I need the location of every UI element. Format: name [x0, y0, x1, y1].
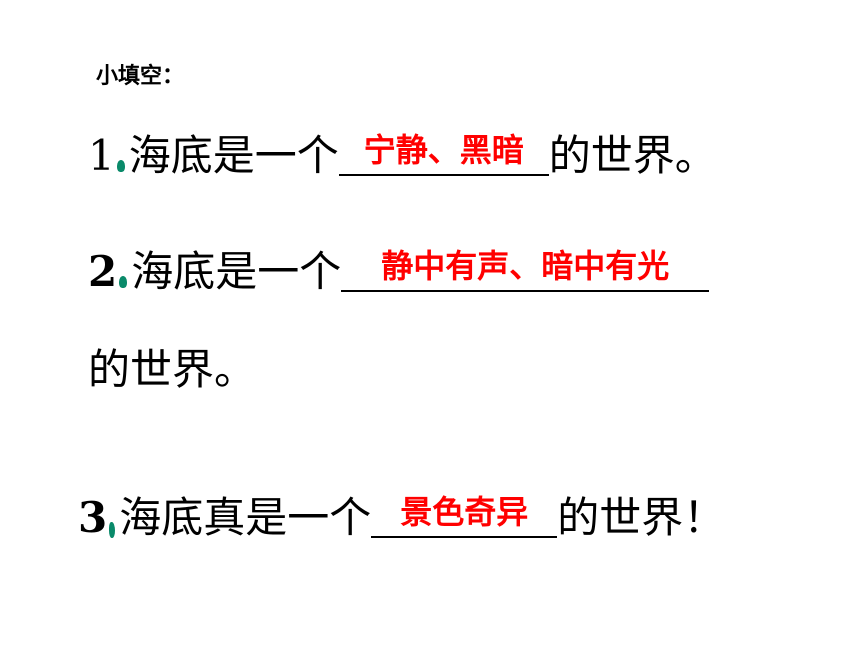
answer-blank: 宁静、黑暗: [338, 130, 549, 176]
sentence-prefix: 海底真是一个: [119, 493, 372, 542]
answer-text: 静中有声、暗中有光: [381, 247, 670, 285]
item-number: 3: [78, 493, 108, 542]
fill-blank-item-2-continuation: 的世界。: [88, 342, 256, 398]
fill-blank-item-2: 2 海底是一个 静中有声、暗中有光: [88, 244, 710, 300]
bullet-mark-icon: [116, 160, 125, 172]
item-number: 2: [88, 247, 118, 296]
answer-blank: 静中有声、暗中有光: [341, 246, 710, 292]
sentence-suffix: 的世界。: [88, 345, 257, 394]
sentence-prefix: 海底是一个: [131, 247, 342, 296]
bullet-mark-icon: [119, 276, 128, 288]
answer-text: 景色奇异: [400, 493, 529, 531]
sentence-suffix: 的世界。: [548, 131, 717, 180]
item-number: 1: [88, 131, 115, 180]
bullet-mark-icon: [109, 522, 116, 538]
fill-blank-item-1: 1 海底是一个宁静、黑暗的世界。: [88, 128, 717, 184]
sentence-prefix: 海底是一个: [128, 131, 339, 180]
answer-text: 宁静、黑暗: [363, 131, 524, 169]
answer-blank: 景色奇异: [371, 492, 558, 538]
sentence-suffix: 的世界！: [557, 493, 726, 542]
page-title: 小填空：: [96, 64, 185, 89]
